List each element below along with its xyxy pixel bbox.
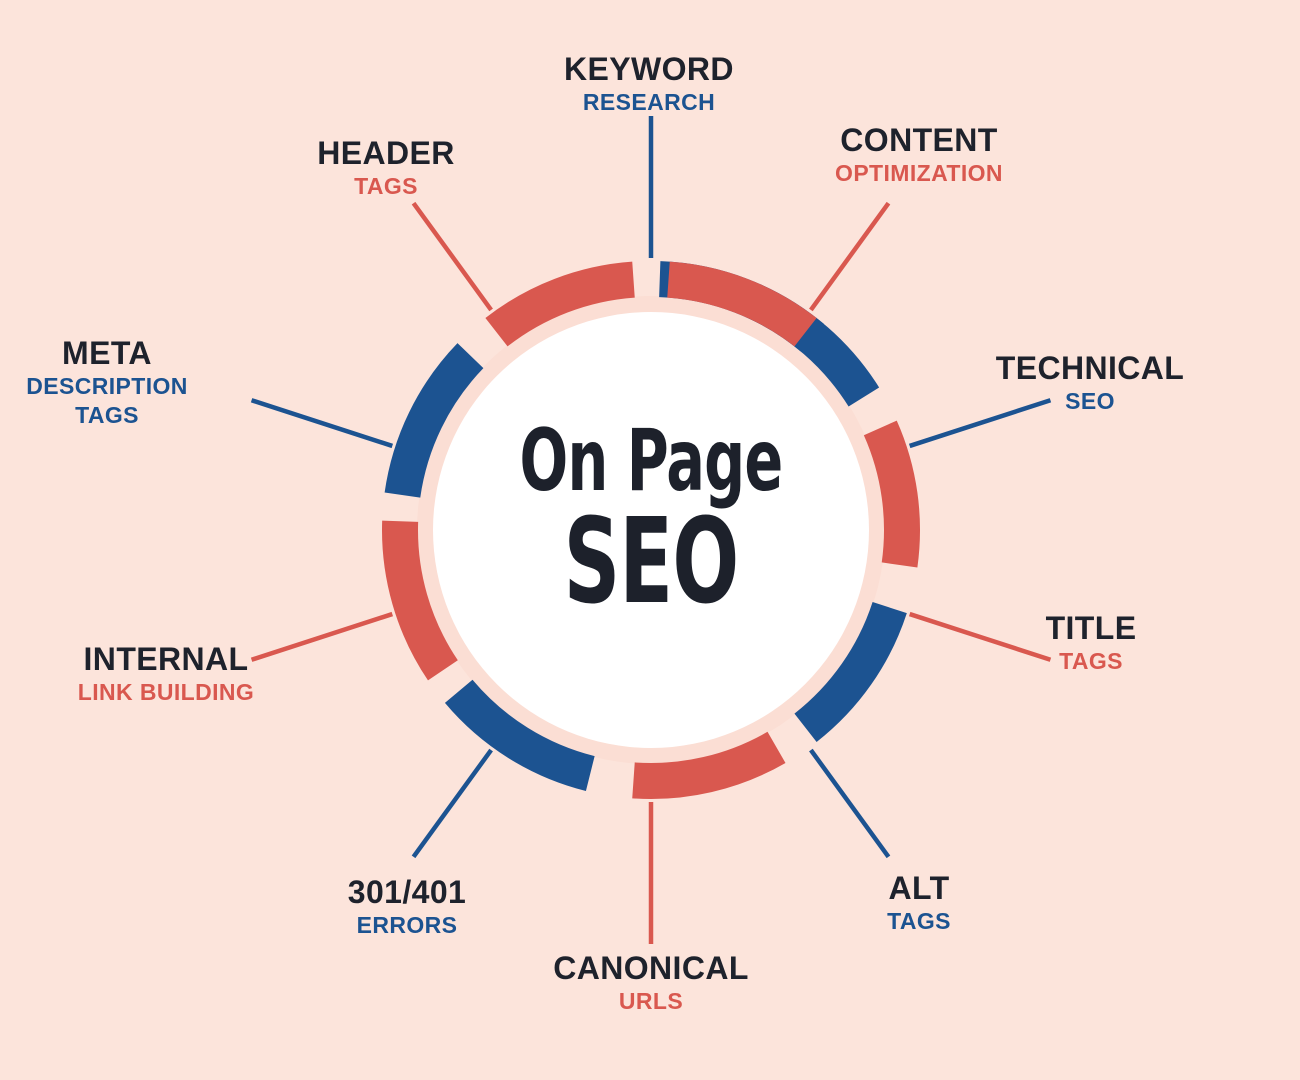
connector-header-tags	[411, 201, 493, 312]
label-sub-header-tags: TAGS	[354, 173, 418, 199]
label-main-content-optimization: CONTENT	[840, 122, 998, 158]
connector-technical-seo	[908, 398, 1052, 449]
center-title-line2: SEO	[563, 491, 740, 630]
label-sub-errors-301-401: ERRORS	[356, 912, 458, 938]
connector-lines-group	[250, 116, 1052, 944]
ring-segment-content-optimization	[666, 261, 817, 347]
ring-segment-alt-tags	[794, 601, 907, 742]
label-main-canonical-urls: CANONICAL	[553, 950, 749, 986]
label-sub-technical-seo: SEO	[1065, 388, 1115, 414]
center-title: On Page SEO	[429, 411, 873, 630]
connector-content-optimization	[809, 201, 891, 312]
connector-meta-description-tags	[250, 398, 394, 449]
center-disc	[433, 312, 869, 748]
label-main-keyword-research: KEYWORD	[564, 51, 734, 87]
label-sub-content-optimization: OPTIMIZATION	[835, 160, 1003, 186]
label-sub-meta-description-tags: DESCRIPTION	[26, 373, 188, 399]
connector-alt-tags	[809, 748, 891, 859]
center-disc-group	[433, 312, 869, 748]
label-main-alt-tags: ALT	[888, 870, 950, 906]
label-sub-alt-tags: TAGS	[887, 908, 951, 934]
label-main-meta-description-tags: META	[62, 335, 152, 371]
label-sub-keyword-research: RESEARCH	[582, 89, 716, 115]
ring-segment-header-tags	[485, 261, 636, 347]
label-main-header-tags: HEADER	[317, 135, 455, 171]
label-main-technical-seo: TECHNICAL	[995, 350, 1185, 386]
label-main-title-tags: TITLE	[1045, 610, 1137, 646]
ring-segment-title-tags	[863, 420, 920, 568]
ring-segments-group	[382, 261, 920, 799]
center-title-line1: On Page	[519, 411, 784, 511]
connector-title-tags	[908, 611, 1052, 662]
ring-segment-internal-link-building	[382, 520, 459, 681]
label-sub-canonical-urls: URLS	[618, 988, 684, 1014]
label-sub-internal-link-building: LINK BUILDING	[77, 679, 255, 705]
ring-segment-canonical-urls	[632, 731, 786, 799]
ring-segment-301-401-errors	[444, 679, 595, 792]
label-sub2-meta-description-tags: TAGS	[75, 402, 139, 428]
ring-segment-meta-description-tags	[384, 343, 484, 498]
connector-301-401-errors	[411, 748, 493, 859]
label-main-internal-link-building: INTERNAL	[83, 641, 249, 677]
connector-internal-link-building	[250, 611, 394, 662]
label-sub-title-tags: TAGS	[1059, 648, 1123, 674]
label-main-errors-301-401: 301/401	[347, 874, 467, 910]
